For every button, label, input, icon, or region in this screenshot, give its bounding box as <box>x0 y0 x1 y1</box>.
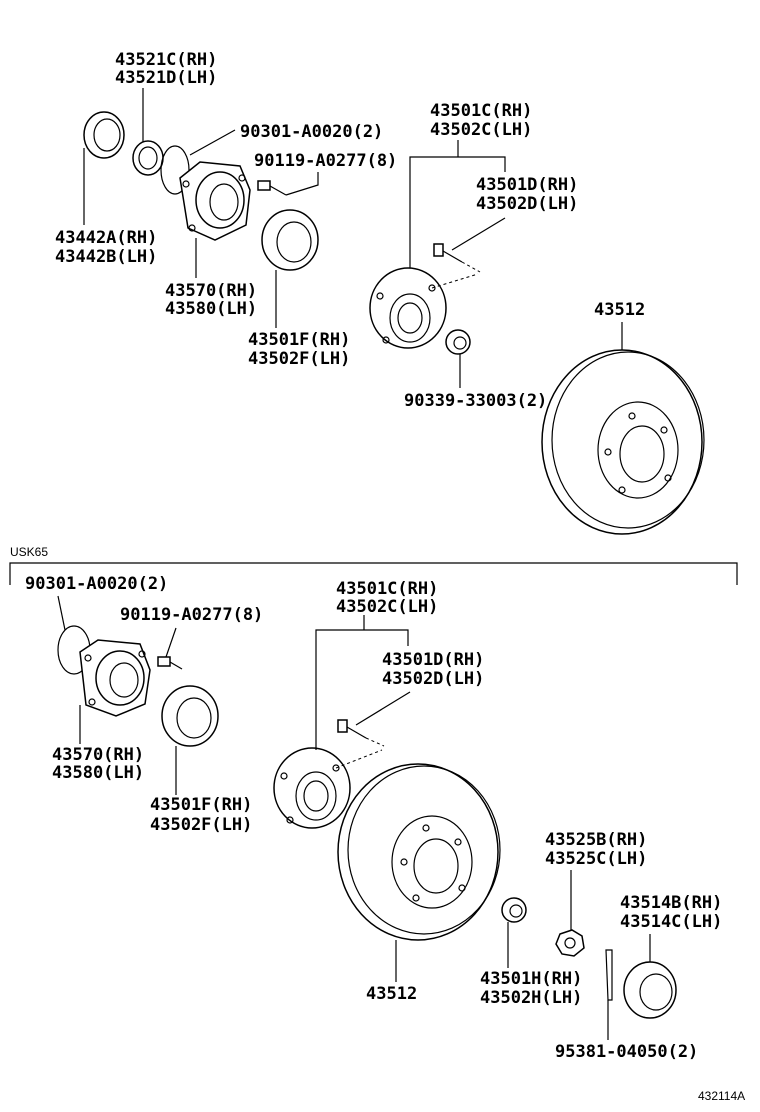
label-hub-rh-upper: 43501F(RH) <box>248 330 350 350</box>
disc-upper-part[interactable] <box>541 349 705 535</box>
grease-cap-lower-part[interactable] <box>623 961 677 1019</box>
label-axle-lh-upper: 43502C(LH) <box>430 120 532 140</box>
label-hub-lh-upper: 43502F(LH) <box>248 349 350 369</box>
label-bearing-rh-upper: 43521C(RH) <box>115 50 217 70</box>
label-hub-rh-lower: 43501F(RH) <box>150 795 252 815</box>
label-lock-rh-lower: 43525B(RH) <box>545 830 647 850</box>
label-disc-upper: 43512 <box>594 300 645 320</box>
bearing-upper-part[interactable] <box>132 140 164 176</box>
label-knuckle-rh-lower: 43570(RH) <box>52 745 144 765</box>
label-stud-lh-upper: 43502D(LH) <box>476 194 578 214</box>
leader-bolt-upper <box>285 172 319 196</box>
label-pin-lower: 95381-04050(2) <box>555 1042 698 1062</box>
hub-upper-part[interactable] <box>261 209 319 271</box>
label-stud-rh-lower: 43501D(RH) <box>382 650 484 670</box>
label-axle-rh-upper: 43501C(RH) <box>430 101 532 121</box>
bolt-path-upper-2 <box>431 273 479 289</box>
bolt-path-lower-2 <box>335 749 383 769</box>
label-lock-lh-lower: 43525C(LH) <box>545 849 647 869</box>
cotter-pin-lower-part[interactable] <box>605 949 613 1001</box>
seal-upper-part[interactable] <box>83 111 125 159</box>
label-bolt-upper: 90119-A0277(8) <box>254 151 397 171</box>
label-knuckle-lh-upper: 43580(LH) <box>165 299 257 319</box>
leader-stud-lower <box>355 691 411 726</box>
leader-axle-bracket-upper <box>409 156 506 268</box>
label-nut-lh-lower: 43502H(LH) <box>480 988 582 1008</box>
label-hub-lh-lower: 43502F(LH) <box>150 815 252 835</box>
knuckle-upper-part[interactable] <box>179 161 251 241</box>
label-stud-lh-lower: 43502D(LH) <box>382 669 484 689</box>
hub-lower-part[interactable] <box>161 685 219 747</box>
label-bearing-lh-upper: 43521D(LH) <box>115 68 217 88</box>
section-code: USK65 <box>10 545 48 559</box>
label-cap-lh-lower: 43514C(LH) <box>620 912 722 932</box>
lock-cap-lower-part[interactable] <box>555 929 585 957</box>
label-seal-lh-upper: 43442B(LH) <box>55 247 157 267</box>
knuckle-lower-part[interactable] <box>79 639 151 717</box>
diagram-code: 432114A <box>698 1089 745 1103</box>
hub-nut-lower-part[interactable] <box>501 897 527 923</box>
label-cap-rh-lower: 43514B(RH) <box>620 893 722 913</box>
label-axle-rh-lower: 43501C(RH) <box>336 579 438 599</box>
bolt-path-upper <box>461 261 481 273</box>
stud-lower-part[interactable] <box>337 719 367 739</box>
bolt-path-lower <box>365 737 385 747</box>
leader-stud-upper <box>451 217 506 251</box>
label-oring-upper: 90301-A0020(2) <box>240 122 383 142</box>
bolt-lower-part[interactable] <box>157 656 183 670</box>
label-knuckle-rh-upper: 43570(RH) <box>165 281 257 301</box>
label-seal-rh-upper: 43442A(RH) <box>55 228 157 248</box>
label-knuckle-lh-lower: 43580(LH) <box>52 763 144 783</box>
leader-oring-lower <box>57 595 66 631</box>
axle-hub-lower-part[interactable] <box>273 747 351 829</box>
section-bracket <box>9 562 738 585</box>
stud-upper-part[interactable] <box>433 243 463 263</box>
leader-bolt-lower <box>165 627 177 658</box>
leader-axle-bracket-lower <box>315 629 409 750</box>
axle-hub-upper-part[interactable] <box>369 267 447 349</box>
label-oring-lower: 90301-A0020(2) <box>25 574 168 594</box>
leader-oring-upper <box>189 129 236 156</box>
label-axle-lh-lower: 43502C(LH) <box>336 597 438 617</box>
bolt-upper-part[interactable] <box>257 180 287 196</box>
label-nut-upper: 90339-33003(2) <box>404 391 547 411</box>
label-disc-lower: 43512 <box>366 984 417 1004</box>
nut-upper-part[interactable] <box>445 329 471 355</box>
disc-lower-part[interactable] <box>337 763 501 941</box>
label-bolt-lower: 90119-A0277(8) <box>120 605 263 625</box>
label-stud-rh-upper: 43501D(RH) <box>476 175 578 195</box>
label-nut-rh-lower: 43501H(RH) <box>480 969 582 989</box>
